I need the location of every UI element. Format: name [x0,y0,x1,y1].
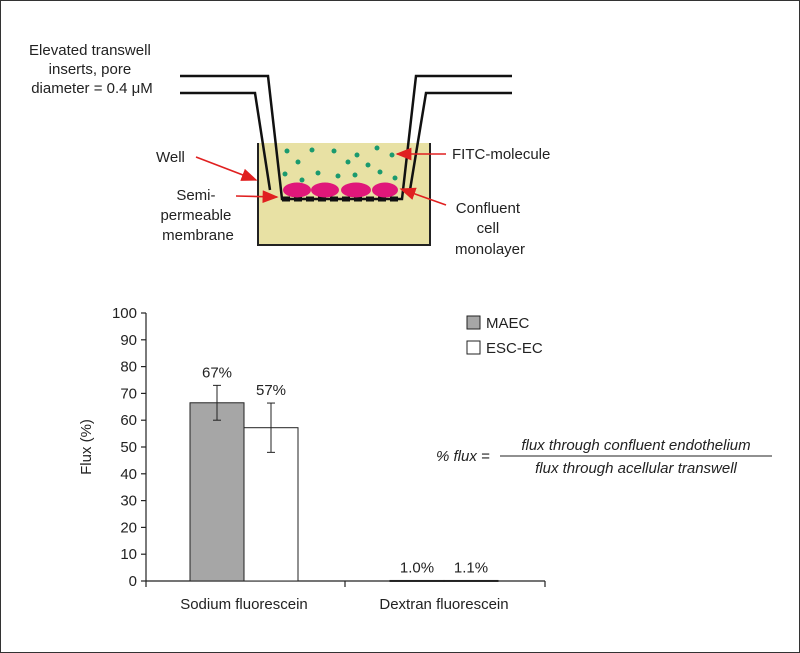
y-tick-label: 10 [120,546,137,563]
formula-denominator: flux through acellular transwell [535,460,737,477]
bar-maec [189,402,245,582]
fitc-dot [377,169,383,175]
bars: 67% 57% 1.0% 1.1% [189,364,499,582]
legend-label-maec: MAEC [486,315,530,332]
fitc-dot [365,162,371,168]
membrane-arrow [235,190,279,204]
flux-formula: % flux = flux through confluent endothel… [436,437,772,477]
fitc-dot [295,159,301,165]
fitc-dot [392,175,398,181]
fitc-dot [354,152,360,158]
y-ticks: 0 10 20 30 40 50 60 70 80 90 100 [112,305,146,590]
formula-lhs: % flux = [436,448,490,465]
fitc-dot [352,172,358,178]
well-arrow [195,156,258,181]
fitc-dot [335,173,341,179]
bar-maec [389,579,445,582]
fitc-dot [284,148,290,154]
y-tick-label: 40 [120,466,137,483]
bar-esc-ec [443,579,499,582]
fitc-dot [282,171,288,177]
data-label: 1.1% [454,559,488,576]
formula-numerator: flux through confluent endothelium [521,437,750,454]
legend-swatch-esc-ec [466,340,481,355]
legend-swatch-maec [466,315,481,330]
x-tick-label: Sodium fluorescein [180,596,308,613]
monolayer-label-line: monolayer [455,241,525,258]
y-tick-label: 100 [112,305,137,322]
insert-label-line: inserts, pore [49,61,132,78]
y-tick-label: 80 [120,359,137,376]
cell [283,182,311,198]
fitc-dot [345,159,351,165]
y-axis-label: Flux (%) [78,419,95,475]
x-ticks: Sodium fluorescein Dextran fluorescein [145,581,546,613]
cell [341,182,371,198]
legend: MAEC ESC-EC [466,315,543,357]
y-tick-label: 50 [120,439,137,456]
flux-bar-chart: 0 10 20 30 40 50 60 70 80 90 100 67% 57% 1.0% 1.1% So… [78,305,772,613]
annotation-arrows [195,147,447,206]
y-tick-label: 30 [120,493,137,510]
monolayer-label-line: cell [477,220,500,237]
fitc-dot [389,152,395,158]
legend-label-esc-ec: ESC-EC [486,340,543,357]
data-label: 57% [256,382,286,399]
insert-label: Elevated transwell inserts, pore diamete… [29,42,155,97]
transwell-diagram: Elevated transwell inserts, pore diamete… [29,42,550,258]
monolayer-label: Confluent cell monolayer [455,200,525,258]
well-label: Well [156,149,185,166]
data-label: 1.0% [400,559,434,576]
x-tick-label: Dextran fluorescein [379,596,508,613]
fitc-molecule-label: FITC-molecule [452,146,550,163]
y-tick-label: 20 [120,519,137,536]
insert-label-line: Elevated transwell [29,42,151,59]
y-tick-label: 60 [120,412,137,429]
fitc-dot [331,148,337,154]
fitc-dot [374,145,380,151]
well-outline [257,143,431,246]
insert-label-line: diameter = 0.4 μM [31,80,153,97]
insert-inner-wall [180,91,512,191]
cell [372,182,398,198]
membrane-label: Semi- permeable membrane [160,187,235,244]
y-tick-label: 90 [120,332,137,349]
monolayer-arrow [399,187,447,206]
fitc-molecules [282,145,398,183]
fitc-dot [315,170,321,176]
monolayer-label-line: Confluent [456,200,521,217]
data-label: 67% [202,364,232,381]
membrane-label-line: permeable [160,207,231,224]
membrane-label-line: membrane [162,227,234,244]
cell [311,182,339,198]
membrane-label-line: Semi- [176,187,215,204]
bar-esc-ec [243,427,299,582]
confluent-cell-monolayer [283,182,398,198]
fitc-dot [299,177,305,183]
y-tick-label: 0 [129,573,137,590]
fitc-dot [309,147,315,153]
y-tick-label: 70 [120,385,137,402]
